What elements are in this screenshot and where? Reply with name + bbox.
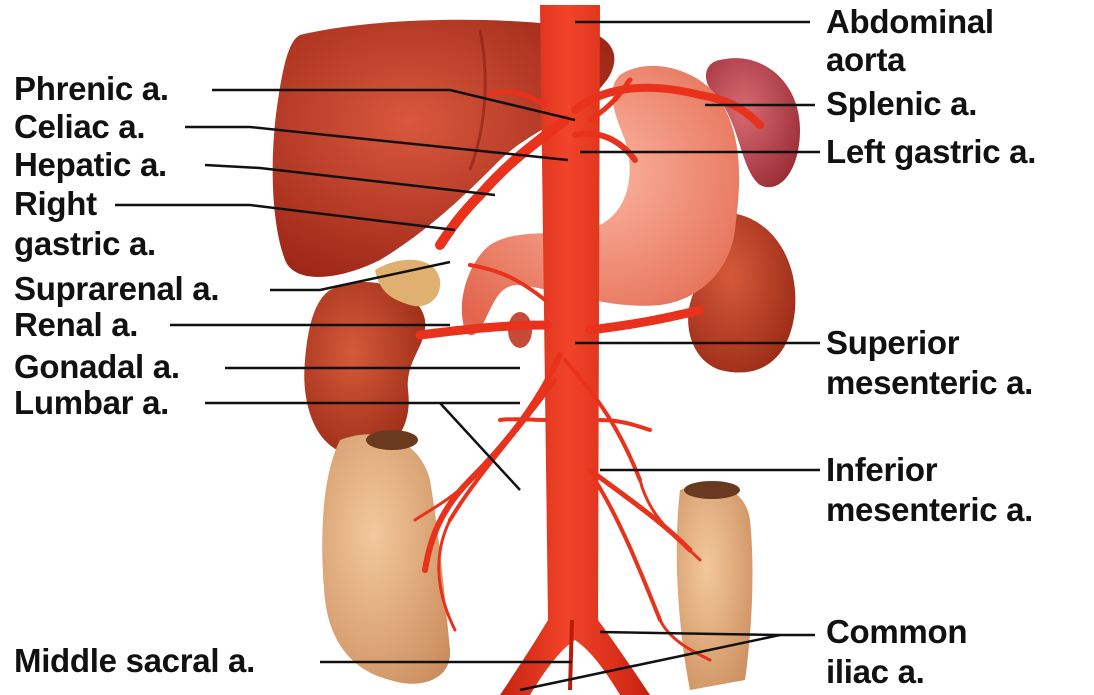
label-common-iliac-line1: Common xyxy=(826,614,967,649)
label-right-gastric-line1: Right xyxy=(14,186,97,221)
label-suprarenal: Suprarenal a. xyxy=(14,271,219,306)
label-right-gastric-line2: gastric a. xyxy=(14,226,156,261)
label-gonadal: Gonadal a. xyxy=(14,349,180,384)
label-renal: Renal a. xyxy=(14,307,138,342)
label-abdominal-aorta-line2: aorta xyxy=(826,42,905,77)
label-left-gastric: Left gastric a. xyxy=(826,134,1036,169)
ascending-colon xyxy=(322,434,450,683)
label-phrenic: Phrenic a. xyxy=(14,71,169,106)
label-lumbar: Lumbar a. xyxy=(14,385,169,420)
label-hepatic: Hepatic a. xyxy=(14,147,167,182)
label-superior-mesenteric-line2: mesenteric a. xyxy=(826,365,1033,400)
ascending-colon-lumen xyxy=(366,430,418,450)
label-inferior-mesenteric-line2: mesenteric a. xyxy=(826,492,1033,527)
label-middle-sacral: Middle sacral a. xyxy=(14,643,255,678)
label-superior-mesenteric-line1: Superior xyxy=(826,325,959,360)
descending-colon-lumen xyxy=(684,481,740,499)
label-abdominal-aorta-line1: Abdominal xyxy=(826,4,994,39)
label-common-iliac-line2: iliac a. xyxy=(826,654,925,689)
label-splenic: Splenic a. xyxy=(826,86,977,121)
descending-colon xyxy=(677,485,753,690)
label-inferior-mesenteric-line1: Inferior xyxy=(826,452,937,487)
label-celiac: Celiac a. xyxy=(14,109,145,144)
